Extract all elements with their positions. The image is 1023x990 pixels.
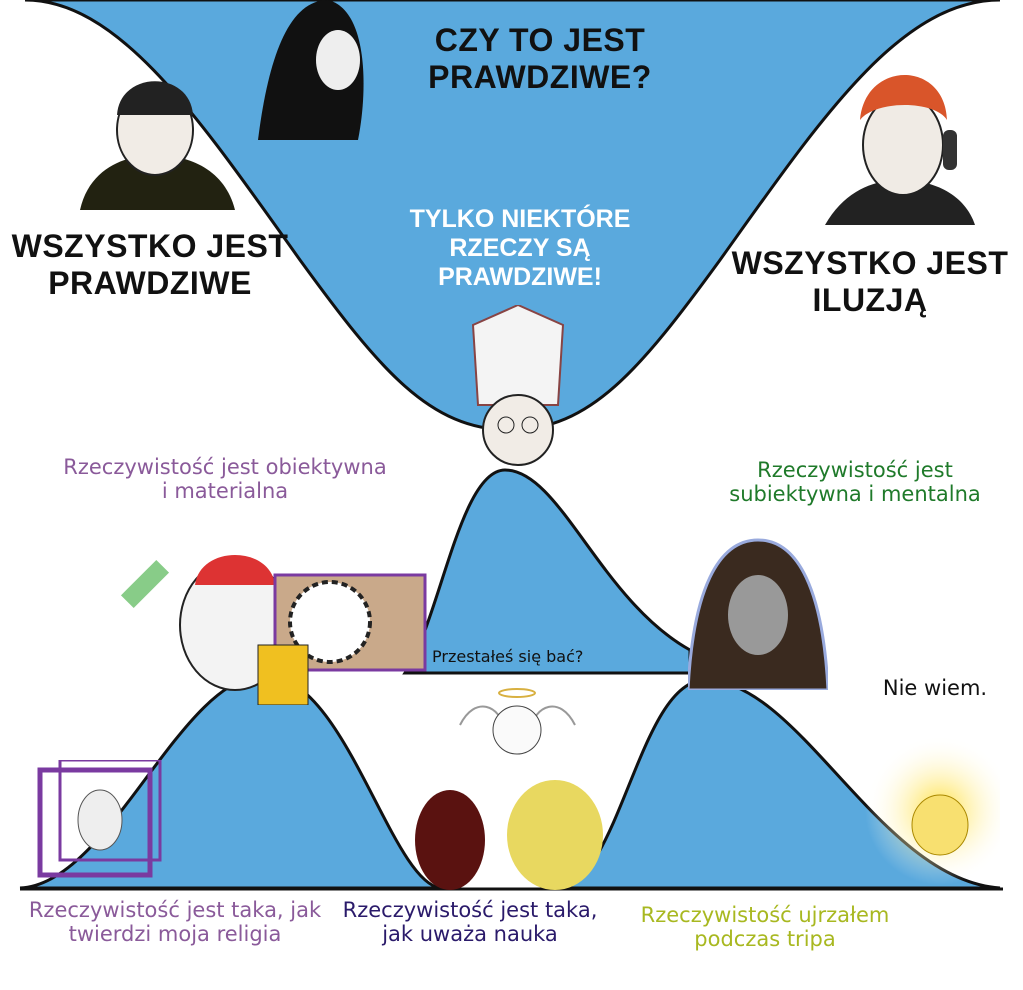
meme-title: CZY TO JEST PRAWDZIWE? — [428, 22, 652, 95]
label-trip: Rzeczywistość ujrzałem podczas tripa — [640, 903, 890, 952]
red-and-yellow-wojaks — [415, 780, 603, 890]
crying-girl — [258, 0, 364, 140]
label-religion: Rzeczywistość jest taka, jak twierdzi mo… — [28, 898, 322, 947]
middle-curve — [402, 468, 692, 675]
label-subjective: Rzeczywistość jest subiektywna i mentaln… — [729, 458, 981, 507]
label-objective: Rzeczywistość jest obiektywna i material… — [63, 455, 387, 504]
wojak-headphones-right — [825, 75, 975, 225]
angel-devil-wojak — [459, 688, 576, 755]
label-dont-know: Nie wiem. — [882, 676, 988, 700]
label-some-real: TYLKO NIEKTÓRE RZECZY SĄ PRAWDZIWE! — [409, 205, 631, 291]
npc-tv — [120, 555, 427, 705]
label-science: Rzeczywistość jest taka, jak uważa nauka — [342, 898, 598, 947]
glowing-wojak — [865, 735, 1000, 885]
label-question: Przestałeś się bać? — [432, 647, 584, 666]
wojak-big-brain — [471, 305, 565, 466]
hooded-figure — [688, 538, 828, 690]
wojak-beanie-left — [80, 81, 235, 210]
label-all-illusion: WSZYSTKO JEST ILUZJĄ — [731, 245, 1009, 318]
label-all-real: WSZYSTKO JEST PRAWDZIWE — [11, 228, 289, 301]
caged-wojak — [37, 760, 162, 878]
